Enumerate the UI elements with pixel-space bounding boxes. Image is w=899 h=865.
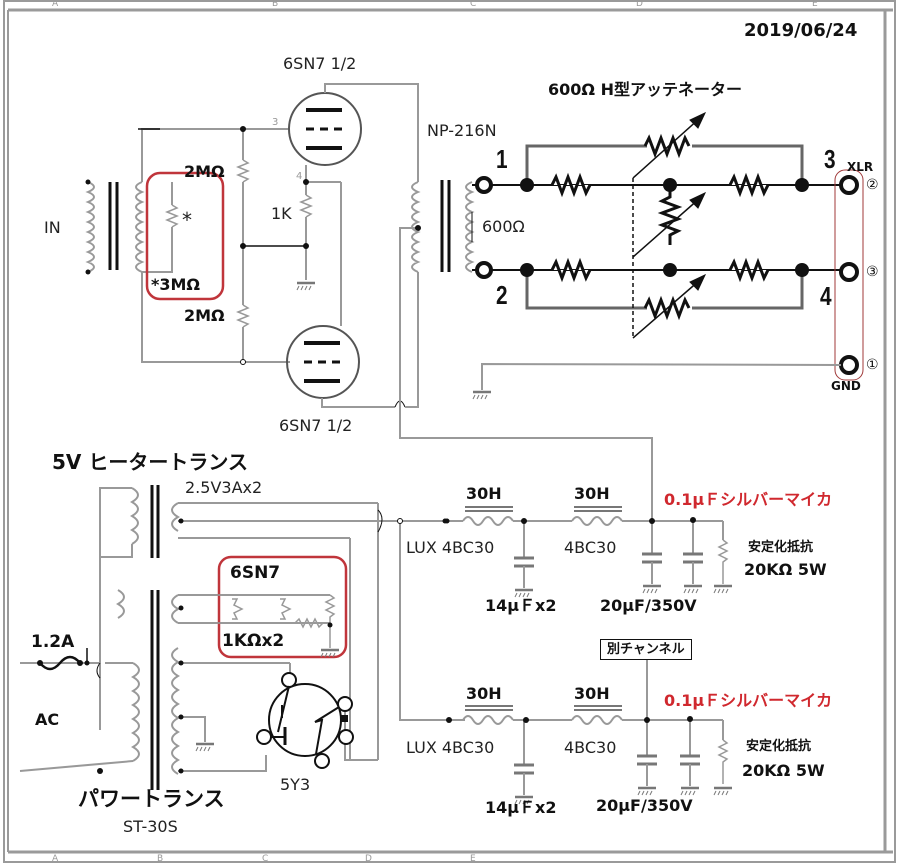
attenuator-terminal-4: 4 xyxy=(820,281,832,311)
frame-marker-a-bottom: A xyxy=(52,854,59,864)
heater-box-title: 6SN7 xyxy=(230,563,281,583)
frame-marker-c: C xyxy=(470,0,477,9)
attenuator-title: 600Ω H型アッテネーター xyxy=(548,80,742,99)
filter1-choke1-value: 30H xyxy=(466,484,502,503)
heater-circuit xyxy=(178,594,336,648)
output-transformer-model: NP-216N xyxy=(427,121,497,140)
rectifier-5y3 xyxy=(256,672,354,769)
tube-bottom-label: 6SN7 1/2 xyxy=(279,416,353,435)
tube-6sn7-bottom xyxy=(286,325,360,399)
attenuator-terminal-3: 3 xyxy=(824,144,836,174)
filter1-cap2: 20μF/350V xyxy=(600,596,697,615)
optional-resistor-highlight xyxy=(145,171,225,301)
tube-top-label: 6SN7 1/2 xyxy=(283,54,357,73)
attenuator-terminal-1: 1 xyxy=(496,144,508,174)
rectifier-label: 5Y3 xyxy=(280,775,311,794)
filter1-choke2-model: 4BC30 xyxy=(564,538,617,557)
xlr-connector-highlight xyxy=(834,169,864,381)
fuse-symbol xyxy=(37,648,90,671)
frame-marker-c-bottom: C xyxy=(262,854,269,864)
filter1-bleeder-title: 安定化抵抗 xyxy=(748,540,814,555)
heater-circuit-highlight xyxy=(217,555,348,659)
power-transformer-model: ST-30S xyxy=(123,817,178,836)
tube-6sn7-top xyxy=(288,92,362,166)
filter1-bleeder-value: 20KΩ 5W xyxy=(744,560,827,579)
xlr-pin-2 xyxy=(839,175,859,195)
filter-channel-1 xyxy=(445,506,729,588)
date-label: 2019/06/24 xyxy=(744,20,858,41)
filter2-bleeder-value: 20KΩ 5W xyxy=(742,761,825,780)
optional-resistor-mark: * xyxy=(182,208,192,232)
drawing-frame xyxy=(3,0,896,863)
xlr-pin-1-label: ① xyxy=(866,357,879,373)
h-attenuator xyxy=(472,111,848,339)
filter2-cap1: 14μＦx2 xyxy=(485,798,557,817)
filter2-choke1-model: LUX 4BC30 xyxy=(406,738,495,757)
xlr-pin-1 xyxy=(839,355,859,375)
xlr-gnd-label: GND xyxy=(831,379,861,393)
frame-marker-d: D xyxy=(636,0,643,9)
other-channel-label: 別チャンネル xyxy=(600,639,692,660)
filter2-choke2-value: 30H xyxy=(574,684,610,703)
optional-resistor-value: *3MΩ xyxy=(151,275,201,294)
output-transformer-impedance: 600Ω xyxy=(482,217,525,236)
pin-label-cathode: 4 xyxy=(296,171,303,182)
filter1-mica: 0.1μＦシルバーマイカ xyxy=(664,490,833,509)
heater-transformer-title: 5V ヒータートランス xyxy=(52,450,248,474)
xlr-pin-3-label: ③ xyxy=(866,264,879,280)
frame-marker-b: B xyxy=(272,0,279,9)
filter1-cap1: 14μＦx2 xyxy=(485,596,557,615)
power-transformer-title: パワートランス xyxy=(78,787,225,811)
frame-marker-e: E xyxy=(812,0,818,9)
filter2-choke1-value: 30H xyxy=(466,684,502,703)
heater-box-value: 1KΩx2 xyxy=(222,631,285,651)
input-transformer xyxy=(85,181,145,273)
filter-channel-2 xyxy=(400,660,729,795)
frame-marker-d-bottom: D xyxy=(365,854,372,864)
frame-marker-a: A xyxy=(52,0,59,9)
ac-label: AC xyxy=(35,710,60,729)
attenuator-terminal-2: 2 xyxy=(496,280,508,310)
xlr-pin-2-label: ② xyxy=(866,177,879,193)
filter2-mica: 0.1μＦシルバーマイカ xyxy=(664,691,833,710)
filter2-bleeder-title: 安定化抵抗 xyxy=(746,739,812,754)
plate-cathode-wiring xyxy=(298,83,653,520)
filter1-choke2-value: 30H xyxy=(574,484,610,503)
output-transformer xyxy=(411,180,475,273)
input-label: IN xyxy=(44,218,61,237)
heater-rating: 2.5V3Ax2 xyxy=(185,478,263,497)
cathode-resistor-label: 1K xyxy=(271,204,292,223)
frame-marker-b-bottom: B xyxy=(157,854,164,864)
grid-resistor-top-label: 2MΩ xyxy=(184,162,225,181)
filter1-choke1-model: LUX 4BC30 xyxy=(406,538,495,557)
grid-resistor-bottom-label: 2MΩ xyxy=(184,306,225,325)
filter2-choke2-model: 4BC30 xyxy=(564,738,617,757)
xlr-label: XLR xyxy=(847,160,874,174)
frame-marker-e-bottom: E xyxy=(470,854,476,864)
xlr-pin-3 xyxy=(839,262,859,282)
pin-label-grid: 3 xyxy=(272,117,279,128)
filter2-cap2: 20μF/350V xyxy=(596,796,693,815)
fuse-rating: 1.2A xyxy=(31,632,75,652)
